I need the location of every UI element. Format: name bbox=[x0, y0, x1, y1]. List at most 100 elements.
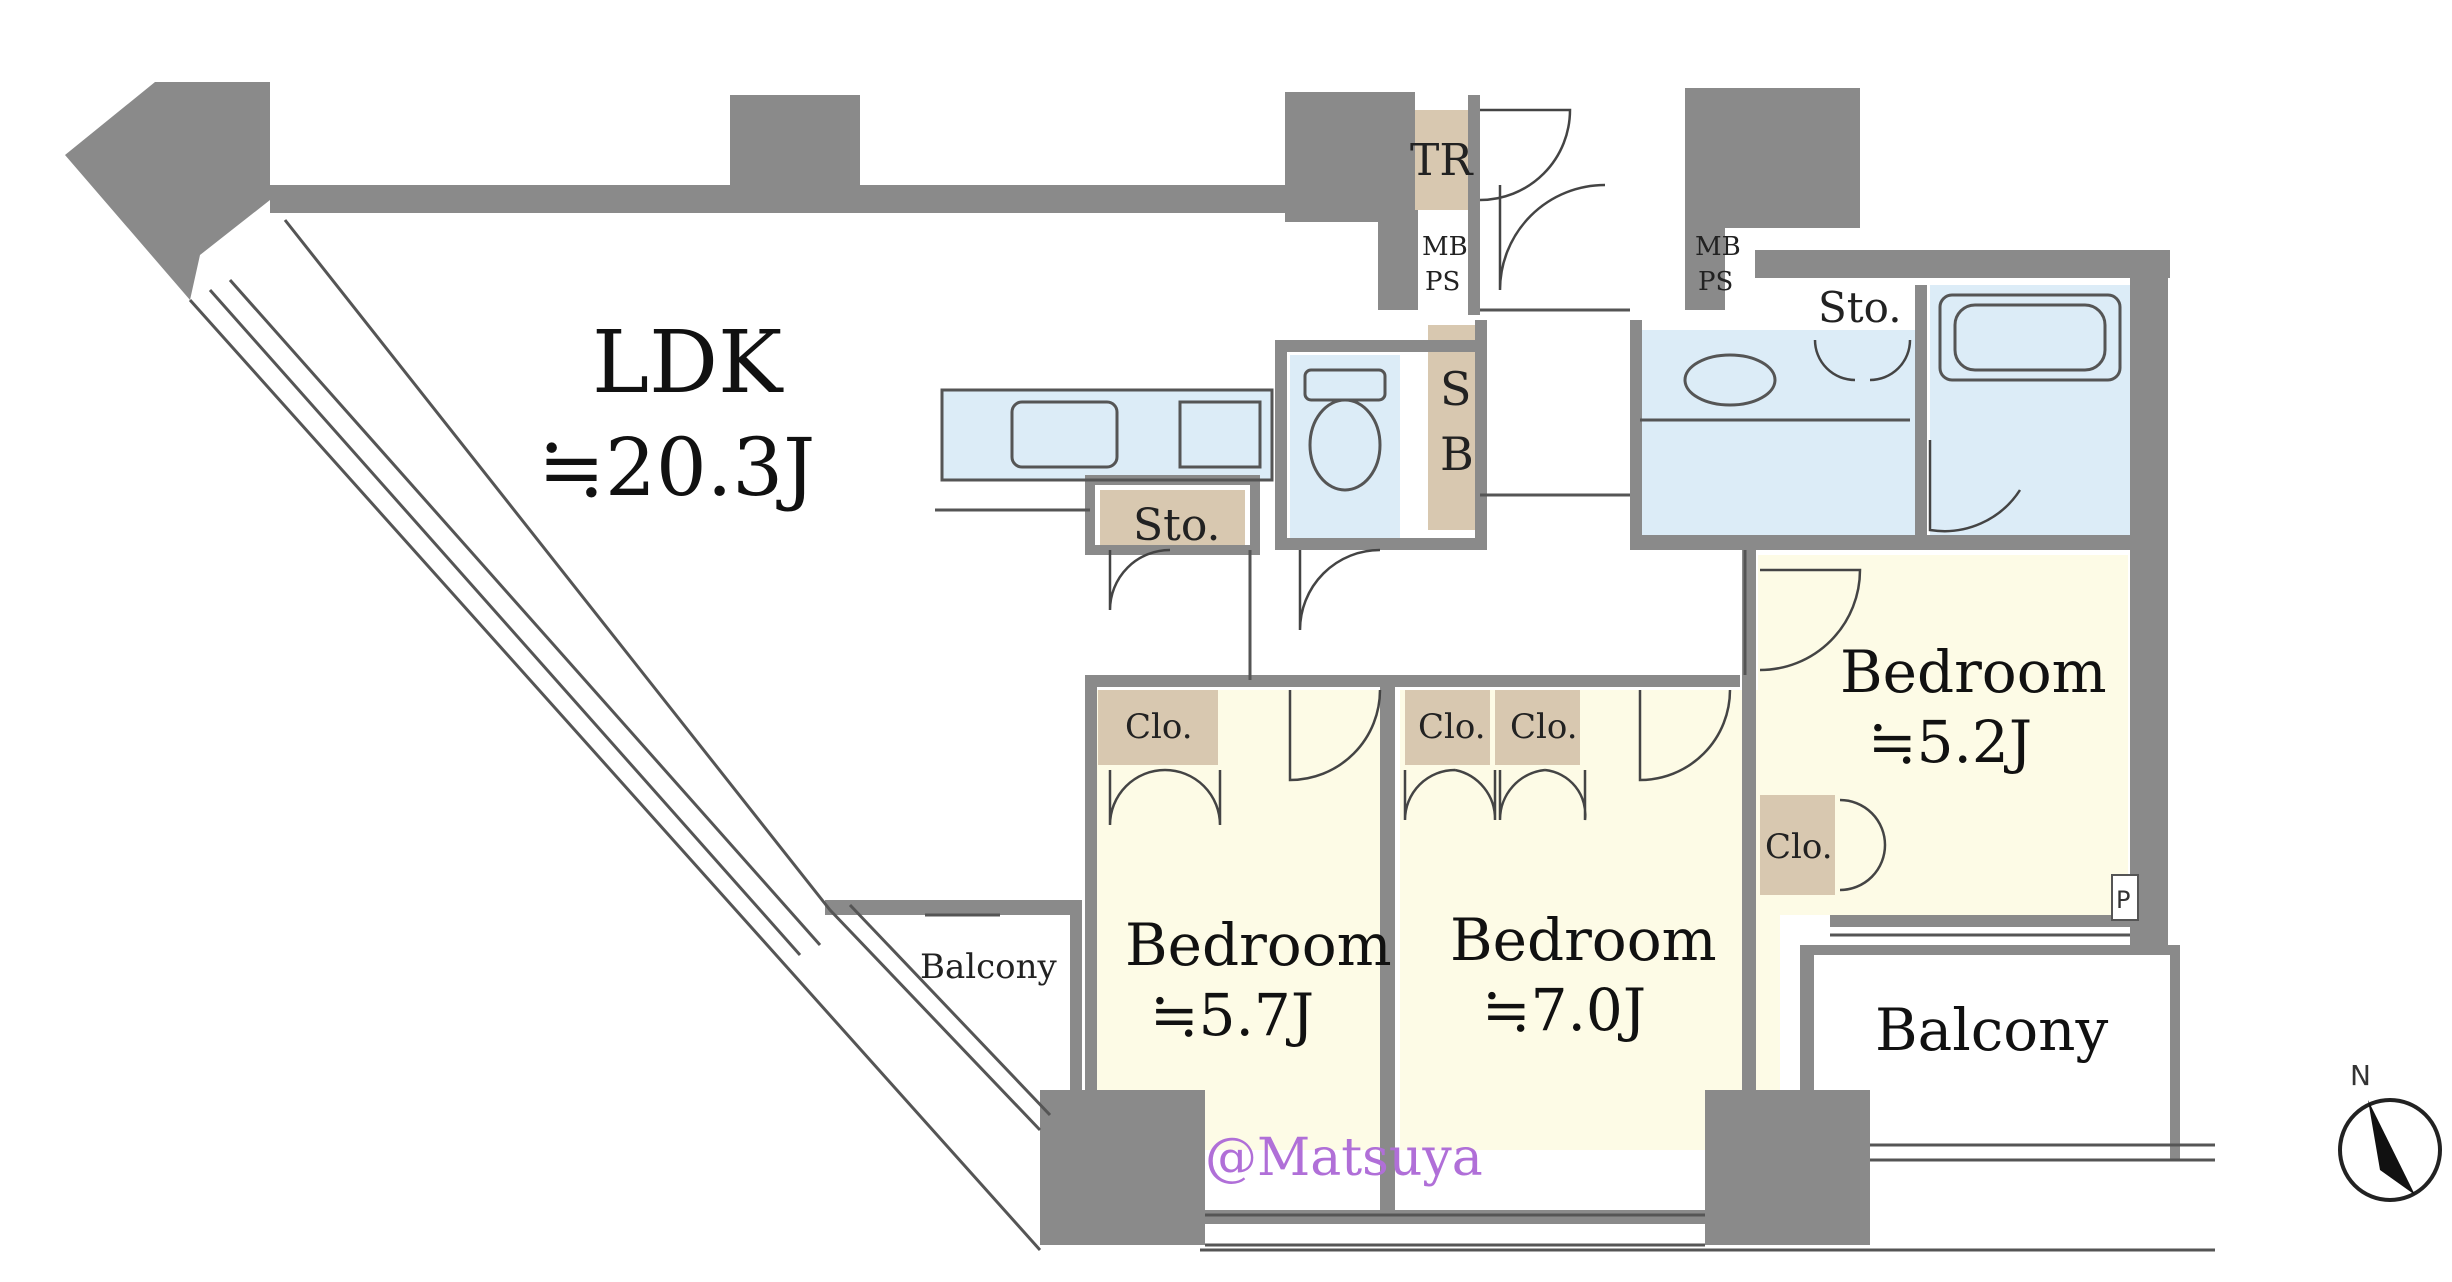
wall-balcony-right-left bbox=[1800, 945, 1814, 1105]
bedroom-center-name: Bedroom bbox=[1450, 906, 1717, 974]
door-entrance-2 bbox=[1498, 183, 1606, 291]
balcony-small-name: Balcony bbox=[920, 947, 1058, 987]
wall-bath-sep bbox=[1915, 285, 1927, 540]
door-clo-right bbox=[1839, 798, 1887, 892]
storage-fills bbox=[1098, 110, 1835, 895]
sto-kitchen-fill bbox=[1100, 490, 1245, 545]
wall-wet-left bbox=[1630, 320, 1642, 550]
clo-right-label: Clo. bbox=[1765, 827, 1833, 867]
sb-label-1: S bbox=[1440, 362, 1472, 416]
wall-bottom bbox=[1200, 1210, 1710, 1224]
bedroom-center-fill bbox=[1400, 690, 1780, 1150]
kitchen-counter-fill bbox=[942, 390, 1272, 480]
kitchen-stove bbox=[1178, 400, 1262, 469]
mbps-left-2: PS bbox=[1425, 267, 1460, 297]
wall-shaft-left bbox=[1378, 210, 1418, 310]
kitchen-sink bbox=[1010, 400, 1119, 469]
wall-top-right bbox=[1755, 250, 2170, 278]
door-toilet bbox=[1298, 548, 1381, 631]
door-bed-left bbox=[1288, 689, 1382, 782]
door-bath bbox=[1928, 440, 2022, 533]
bedroom-left-name: Bedroom bbox=[1125, 911, 1392, 979]
compass-n-label: N bbox=[2350, 1059, 2371, 1092]
wall-bed-left-side bbox=[1085, 675, 1097, 1105]
clo-left-label: Clo. bbox=[1125, 707, 1193, 747]
door-clo-center-2 bbox=[1498, 768, 1587, 821]
balcony-small-rail-1 bbox=[828, 908, 1042, 1132]
ldk-name: LDK bbox=[592, 313, 784, 413]
balcony-small-rail-2 bbox=[848, 903, 1052, 1117]
wall-balcony-small-right bbox=[1070, 900, 1082, 1100]
door-bed-right bbox=[1759, 568, 1862, 672]
ldk-diagonal-inner-1 bbox=[208, 289, 802, 956]
wall-column-3 bbox=[1685, 88, 1860, 228]
doors bbox=[1108, 108, 2022, 892]
wall-bed-right-side bbox=[1742, 675, 1756, 1125]
washroom-fill bbox=[1640, 330, 1915, 540]
labels: LDK ≒20.3J Bedroom ≒5.7J Bedroom ≒7.0J B… bbox=[538, 135, 2139, 1064]
wall-toilet-left bbox=[1275, 340, 1287, 550]
bedroom-right-size: ≒5.2J bbox=[1868, 708, 2032, 776]
clo-center-2-label: Clo. bbox=[1510, 707, 1578, 747]
ldk-diagonal-sash bbox=[283, 219, 832, 911]
wall-wet-bottom bbox=[1630, 535, 2135, 550]
wall-shaft-right bbox=[1685, 210, 1725, 310]
watermark-text: @Matsuya bbox=[1205, 1128, 1483, 1188]
bathroom-fill bbox=[1930, 285, 2130, 540]
toilet-fill bbox=[1290, 355, 1400, 540]
wall-bed-divider bbox=[1380, 675, 1395, 1215]
door-entrance-1 bbox=[1479, 108, 1572, 202]
wall-balcony-small-top bbox=[825, 900, 1075, 915]
bathtub-inner bbox=[1953, 303, 2107, 372]
outlines bbox=[188, 219, 2215, 1252]
wash-basin bbox=[1683, 353, 1777, 407]
wall-column-bottom-right bbox=[1705, 1090, 1870, 1245]
wall-bed-top-left bbox=[1085, 675, 1385, 687]
kitchen-counter-outline bbox=[940, 388, 1274, 482]
door-clo-center-1 bbox=[1403, 768, 1497, 821]
mbps-right-1: MB bbox=[1695, 232, 1741, 262]
wall-balcony-right-side bbox=[2170, 945, 2180, 1160]
walls bbox=[65, 82, 2180, 1245]
wall-column-2 bbox=[1285, 92, 1415, 222]
clo-center-1-label: Clo. bbox=[1418, 707, 1486, 747]
wall-column-bottom-left bbox=[1040, 1090, 1205, 1245]
door-sto-kitchen bbox=[1108, 548, 1171, 611]
sb-fill bbox=[1428, 325, 1478, 530]
door-bed-center bbox=[1638, 689, 1732, 782]
bathtub-outer bbox=[1938, 293, 2122, 382]
wall-bed-top-center bbox=[1380, 675, 1740, 687]
wall-right-outer bbox=[2130, 250, 2168, 950]
sb-label-2: B bbox=[1440, 427, 1474, 481]
sto-kitchen-label: Sto. bbox=[1133, 500, 1221, 551]
bedroom-right-name: Bedroom bbox=[1840, 638, 2107, 706]
tr-fill bbox=[1413, 110, 1468, 210]
clo-left-fill bbox=[1098, 690, 1218, 765]
p-box bbox=[2111, 874, 2139, 921]
wall-balcony-right-top bbox=[1800, 945, 2180, 955]
wall-corner-topleft bbox=[65, 82, 270, 300]
wall-bedright-bottom bbox=[1830, 915, 2130, 927]
door-sto-bath bbox=[1813, 339, 1912, 382]
ldk-diagonal-inner-2 bbox=[228, 279, 822, 946]
ldk-size: ≒20.3J bbox=[538, 421, 815, 514]
mbps-right-2: PS bbox=[1698, 267, 1733, 297]
wall-toilet-bottom bbox=[1275, 538, 1480, 550]
door-clo-left bbox=[1108, 768, 1222, 826]
compass: N bbox=[2338, 1059, 2442, 1202]
bedroom-left-size: ≒5.7J bbox=[1150, 981, 1314, 1049]
p-label: P bbox=[2116, 886, 2130, 914]
tr-label: TR bbox=[1410, 135, 1474, 186]
bedroom-center-size: ≒7.0J bbox=[1482, 976, 1646, 1044]
wall-toilet-top bbox=[1275, 340, 1480, 352]
toilet-bowl bbox=[1308, 398, 1382, 492]
clo-center-1-fill bbox=[1405, 690, 1490, 765]
wall-sb-right bbox=[1475, 320, 1487, 550]
balcony-right-name: Balcony bbox=[1875, 996, 2109, 1064]
mbps-left-1: MB bbox=[1422, 232, 1468, 262]
compass-needle-icon bbox=[2368, 1100, 2415, 1195]
clo-center-2-fill bbox=[1495, 690, 1580, 765]
sto-bath-label: Sto. bbox=[1818, 283, 1902, 332]
ldk-diagonal-outer bbox=[188, 298, 1042, 1252]
